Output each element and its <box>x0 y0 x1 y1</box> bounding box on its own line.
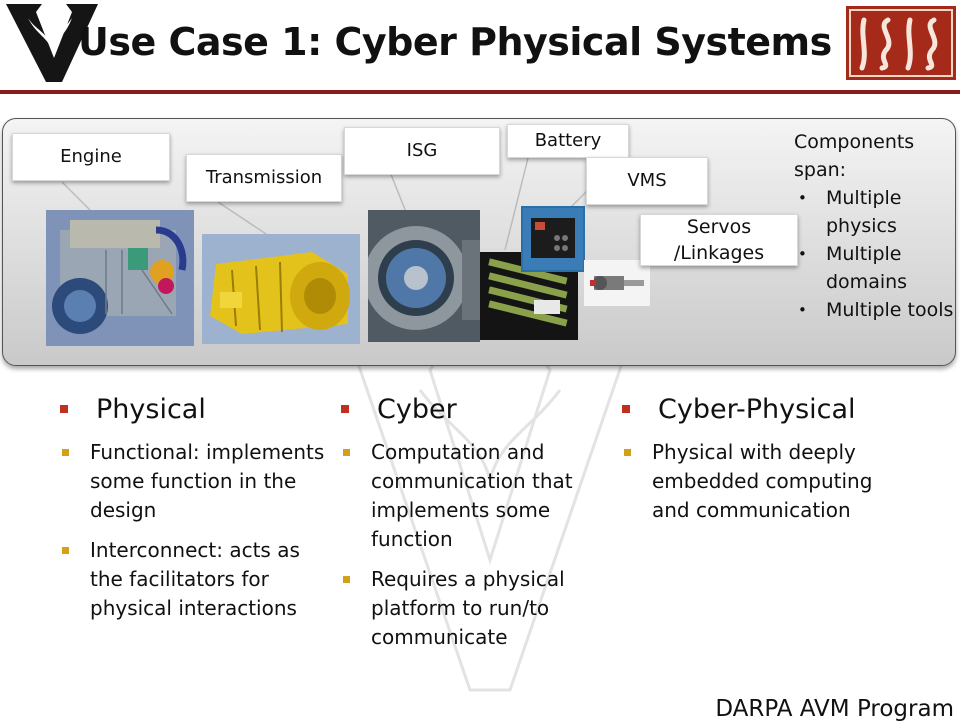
sub-bullet-square-icon <box>343 576 350 583</box>
sub-bullet-square-icon <box>343 449 350 456</box>
span-item-domains: Multiple domains <box>794 240 954 296</box>
physical-bullet-interconnect: Interconnect: acts as the facilitators f… <box>60 536 332 623</box>
components-span-heading: Components span: <box>794 131 915 181</box>
servos-image <box>584 260 650 306</box>
bullet-square-icon <box>622 405 630 413</box>
cyber-heading: Cyber <box>341 392 623 428</box>
cyber-column: Cyber Computation and communication that… <box>341 392 623 663</box>
span-item-tools: Multiple tools <box>794 296 954 324</box>
vanderbilt-v-logo <box>6 4 98 82</box>
cyber-bullet-platform: Requires a physical platform to run/to c… <box>341 565 623 652</box>
physical-bullet-functional: Functional: implements some function in … <box>60 438 332 525</box>
header-rule <box>0 90 960 94</box>
bullet-square-icon <box>60 405 68 413</box>
engine-label: Engine <box>12 133 170 181</box>
isg-image <box>368 210 480 342</box>
transmission-label: Transmission <box>186 154 342 202</box>
bullet-square-icon <box>341 405 349 413</box>
vms-label: VMS <box>586 157 708 205</box>
battery-label: Battery <box>507 124 629 158</box>
sub-bullet-square-icon <box>62 449 69 456</box>
components-span-list: Components span: Multiple physics Multip… <box>794 128 954 324</box>
servos-label-line1: Servos <box>686 216 752 238</box>
engine-image <box>46 210 194 346</box>
vms-image <box>521 206 585 272</box>
slide-title: Use Case 1: Cyber Physical Systems <box>78 20 832 64</box>
span-item-physics: Multiple physics <box>794 184 954 240</box>
cyber-bullet-computation: Computation and communication that imple… <box>341 438 623 554</box>
servos-label-line2: /Linkages <box>673 242 765 264</box>
isg-label: ISG <box>344 127 500 175</box>
footer-program-label: DARPA AVM Program <box>715 696 954 722</box>
cyber-physical-heading: Cyber-Physical <box>622 392 912 428</box>
sub-bullet-square-icon <box>624 449 631 456</box>
isis-logo <box>846 6 956 80</box>
physical-column: Physical Functional: implements some fun… <box>60 392 332 634</box>
sub-bullet-square-icon <box>62 547 69 554</box>
transmission-image <box>202 234 360 344</box>
cyber-physical-column: Cyber-Physical Physical with deeply embe… <box>622 392 912 536</box>
cyber-physical-bullet-embedded: Physical with deeply embedded computing … <box>622 438 912 525</box>
servos-linkages-label: Servos /Linkages <box>640 214 798 266</box>
physical-heading: Physical <box>60 392 332 428</box>
